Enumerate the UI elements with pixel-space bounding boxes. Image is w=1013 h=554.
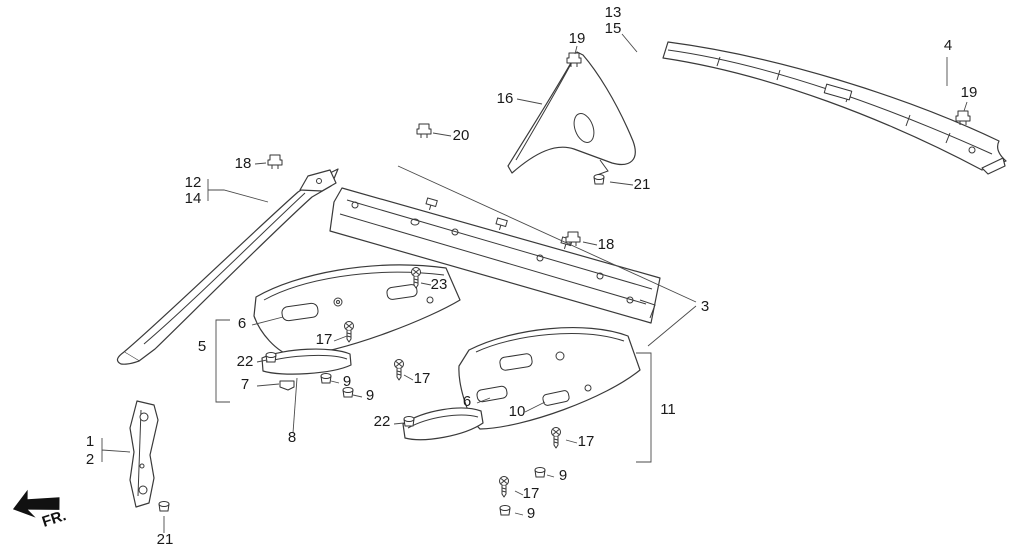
callout-2: 2	[86, 451, 94, 468]
screw-17-c	[551, 427, 561, 449]
grommet-22-a	[265, 352, 277, 363]
callout-17-a: 17	[316, 331, 333, 348]
callout-17-b: 17	[414, 370, 431, 387]
callout-18-a: 18	[235, 155, 252, 172]
callout-17-c: 17	[578, 433, 595, 450]
a-pillar-garnish	[116, 168, 339, 365]
callout-20: 20	[453, 127, 470, 144]
callout-4: 4	[944, 37, 952, 54]
c-pillar-garnish	[507, 51, 636, 176]
callout-10: 10	[509, 403, 526, 420]
callout-19-b: 19	[961, 84, 978, 101]
callout-9-a: 9	[343, 373, 351, 390]
left-lining-panel	[253, 264, 461, 358]
right-lining-panel	[458, 327, 641, 430]
callout-9-d: 9	[527, 505, 535, 522]
callout-16: 16	[497, 90, 514, 107]
callout-23: 23	[431, 276, 448, 293]
callout-9-b: 9	[366, 387, 374, 404]
roof-front-rail	[329, 187, 661, 324]
callout-1: 1	[86, 433, 94, 450]
callout-15: 15	[605, 20, 622, 37]
callout-18-b: 18	[598, 236, 615, 253]
grommet-9-a	[320, 373, 332, 384]
grommet-21-a	[593, 174, 605, 185]
callout-22-a: 22	[237, 353, 254, 370]
callout-7: 7	[241, 376, 249, 393]
callout-21-a: 21	[634, 176, 651, 193]
callout-21-b: 21	[157, 531, 174, 548]
visor-bracket	[279, 380, 295, 391]
callout-12: 12	[185, 174, 202, 191]
callout-11: 11	[660, 401, 676, 418]
screw-17-d	[499, 476, 509, 498]
callout-6-a: 6	[238, 315, 246, 332]
callout-9-c: 9	[559, 467, 567, 484]
grommet-9-d	[499, 505, 511, 516]
callout-14: 14	[185, 190, 202, 207]
fr-label: FR.	[40, 507, 68, 531]
callout-22-b: 22	[374, 413, 391, 430]
leader-lines	[101, 33, 968, 533]
clip-20	[416, 123, 432, 139]
screw-17-b	[394, 359, 404, 381]
fr-arrow-icon	[12, 489, 60, 518]
callout-19-a: 19	[569, 30, 586, 47]
lower-pillar-garnish	[129, 400, 159, 508]
grommet-9-c	[534, 467, 546, 478]
callout-13: 13	[605, 4, 622, 21]
callout-6-b: 6	[463, 393, 471, 410]
callout-labels: 13 15 19 4 19 16 20 18 12 14 21 18 3 23 …	[86, 4, 978, 548]
callout-17-d: 17	[523, 485, 540, 502]
rear-roof-rail	[662, 41, 1007, 175]
callout-8: 8	[288, 429, 296, 446]
grommet-21-b	[158, 501, 170, 512]
clip-18-a	[267, 154, 283, 170]
callout-5: 5	[198, 338, 206, 355]
callout-3: 3	[701, 298, 709, 315]
grommet-22-b	[403, 416, 415, 427]
right-trim-strip	[402, 407, 484, 441]
fr-direction-arrow	[12, 489, 60, 518]
